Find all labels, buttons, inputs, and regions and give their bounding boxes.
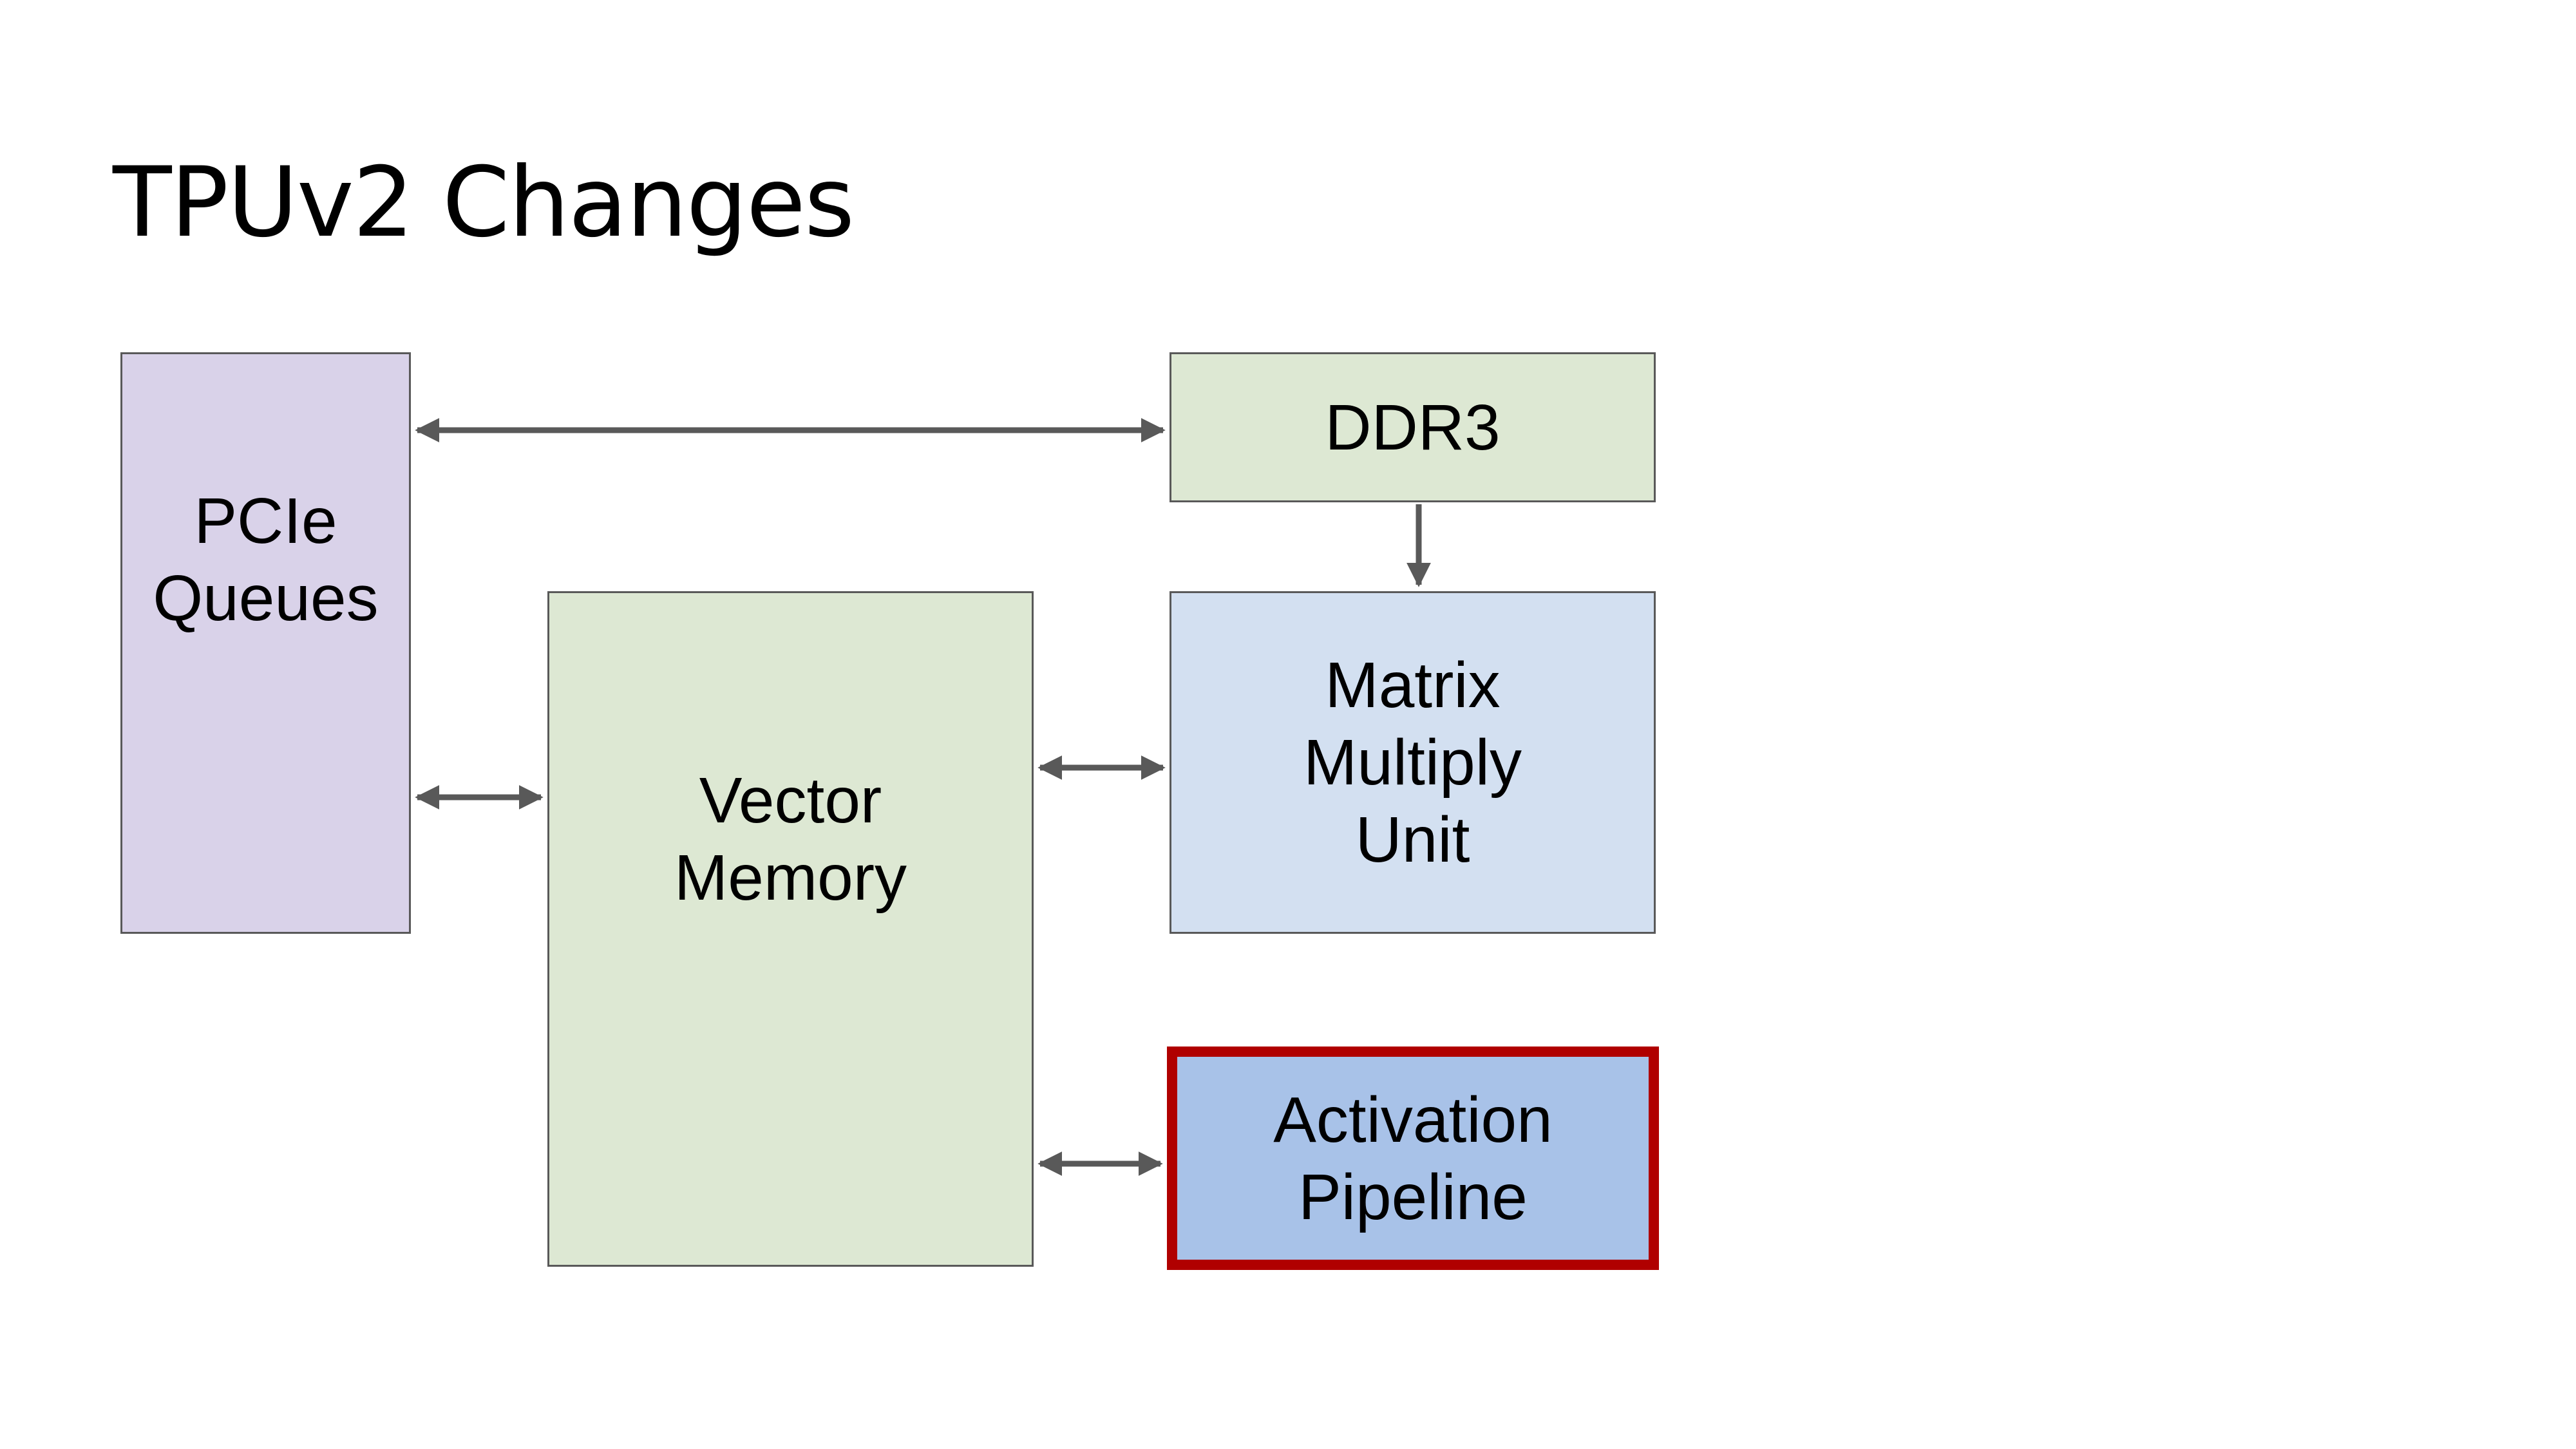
vector-memory-label: Vector Memory [674, 764, 907, 914]
slide-title: TPUv2 Changes [113, 147, 855, 259]
vector-memory-block: Vector Memory [547, 591, 1034, 1267]
pcie-queues-label: PCIe Queues [153, 484, 379, 634]
matrix-multiply-unit-block: Matrix Multiply Unit [1170, 591, 1656, 934]
activation-pipeline-label: Activation Pipeline [1273, 1083, 1553, 1233]
pcie-queues-block: PCIe Queues [120, 352, 411, 934]
matrix-multiply-unit-label: Matrix Multiply Unit [1303, 649, 1522, 876]
ddr3-block: DDR3 [1170, 352, 1656, 502]
activation-pipeline-block: Activation Pipeline [1167, 1046, 1659, 1270]
ddr3-label: DDR3 [1325, 391, 1501, 464]
